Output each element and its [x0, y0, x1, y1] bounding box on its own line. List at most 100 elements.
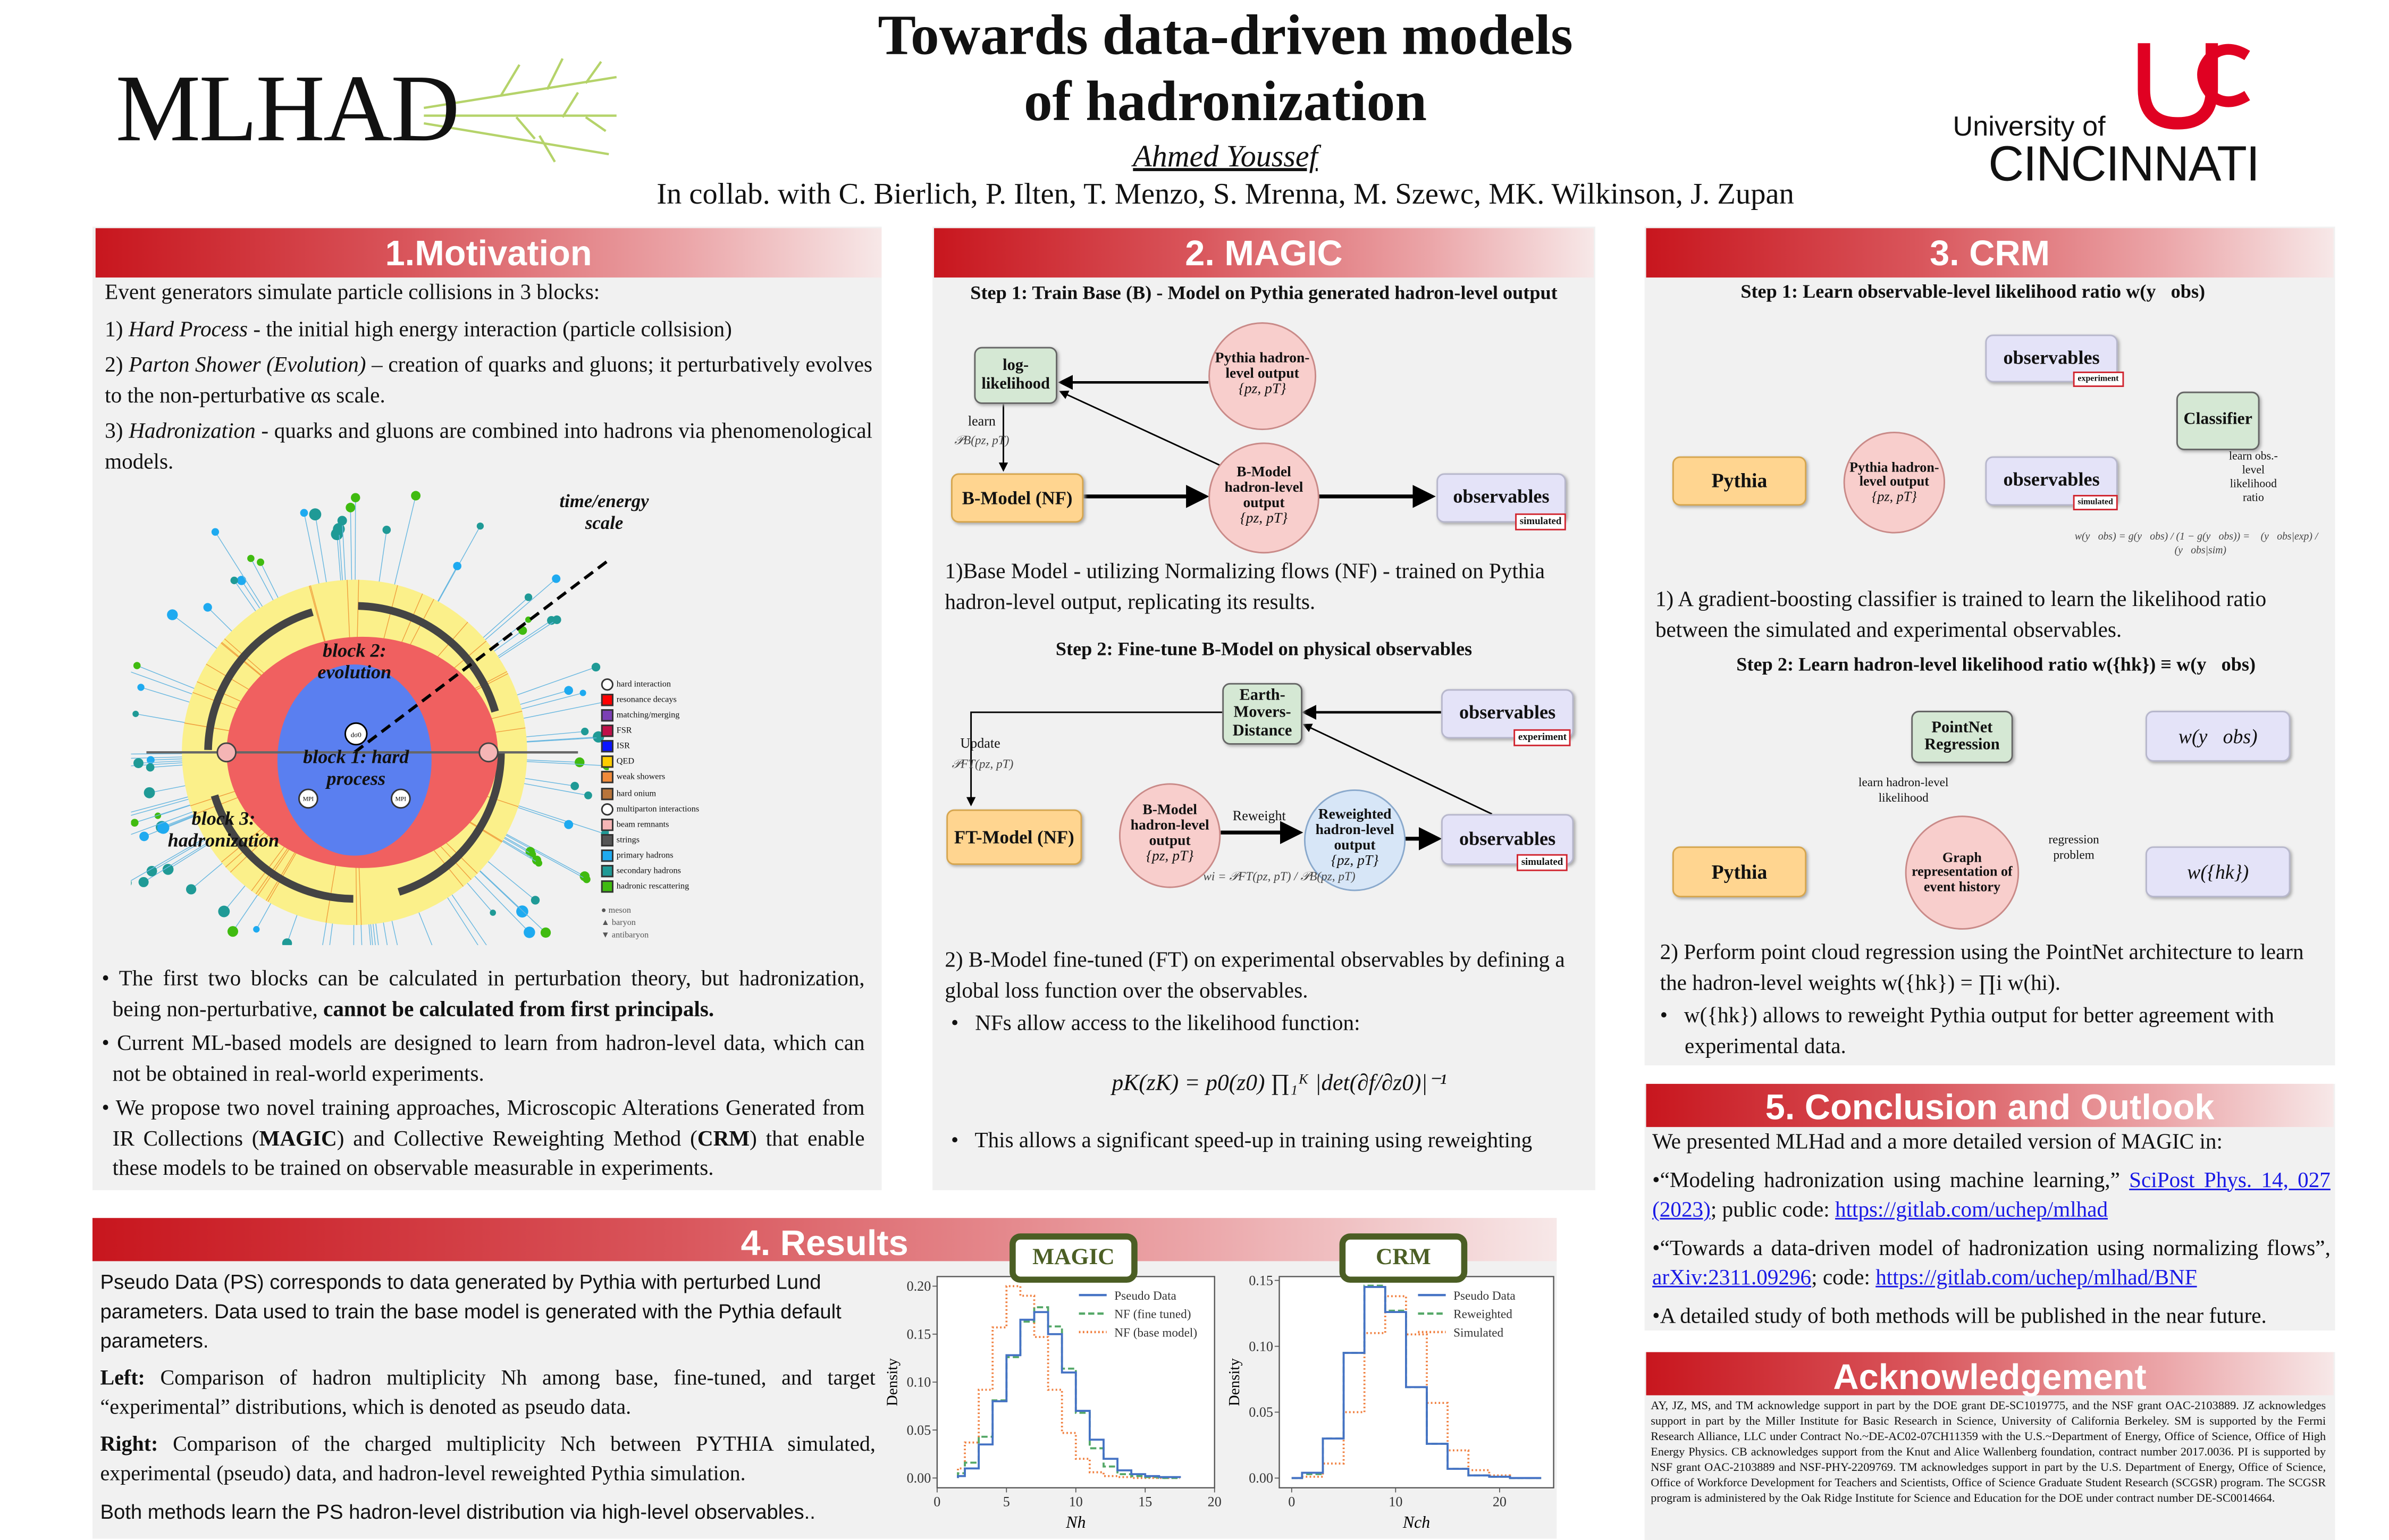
pythia-box-2: Pythia	[1672, 846, 1806, 897]
magic-badge: MAGIC	[1010, 1233, 1138, 1283]
ref-text: ; public code:	[1711, 1198, 1835, 1223]
ack-text: AY, JZ, MS, and TM acknowledge support i…	[1651, 1399, 2326, 1507]
legend-label: Simulated	[1453, 1326, 1503, 1340]
learn-ratio-label: learn obs.-level likelihood ratio	[2223, 449, 2284, 504]
x-axis-label: Nh	[1065, 1513, 1086, 1531]
pb-label: 𝒫B(pz, pT)	[943, 433, 1020, 449]
results-bold: Right:	[100, 1432, 158, 1455]
pythia-box: Pythia	[1672, 456, 1806, 506]
magic-step1-text: 1)Base Model - utilizing Normalizing flo…	[945, 558, 1580, 618]
experiment-tag: experiment	[2073, 372, 2123, 387]
node-set: {pz, pT}	[1240, 514, 1288, 529]
magic-bullet-1: • NFs allow access to the likelihood fun…	[951, 1010, 1583, 1040]
crm-heading: 3. CRM	[1646, 228, 2334, 277]
experiment-tag: experiment	[1513, 729, 1571, 746]
weight-formula: wi = 𝒫FT(pz, pT) / 𝒫B(pz, pT)	[1187, 870, 1372, 885]
x-axis-label: Nch	[1402, 1513, 1430, 1531]
nf-likelihood-formula: pK(zK) = p0(z0) ∏₁ᴷ |det(∂f/∂z0)|⁻¹	[1048, 1068, 1511, 1098]
pft-label: 𝒫FT(pz, pT)	[940, 757, 1025, 772]
pythia-output-node: Pythia hadron-level output{pz, pT}	[1208, 322, 1316, 430]
ref-text: “Towards a data-driven model of hadroniz…	[1660, 1236, 2331, 1260]
b-model-box: B-Model (NF)	[951, 473, 1083, 523]
results-left: Left: Comparison of hadron multiplicity …	[100, 1363, 875, 1421]
node-label: Reweighted hadron-level output	[1306, 810, 1404, 856]
arxiv-link[interactable]: arXiv:2311.09296	[1652, 1266, 1811, 1290]
results-para: Pseudo Data (PS) corresponds to data gen…	[100, 1267, 875, 1355]
likelihood-ratio-formula: w(y⃗obs) = g(y⃗obs) / (1 − g(y⃗obs)) = 𝒫…	[2073, 531, 2320, 558]
log-likelihood-box: log-likelihood	[974, 347, 1057, 404]
y-tick-label: 0.20	[907, 1278, 931, 1294]
reference-1: •“Modeling hadronization using machine l…	[1652, 1166, 2331, 1226]
arrow	[1061, 392, 1221, 466]
y-tick-label: 0.05	[907, 1423, 931, 1438]
simulated-tag-2: simulated	[1517, 854, 1568, 871]
y-tick-label: 0.05	[1249, 1404, 1273, 1420]
x-tick-label: 5	[1003, 1494, 1010, 1510]
legend-label: Pseudo Data	[1453, 1289, 1516, 1303]
y-tick-label: 0.00	[907, 1470, 931, 1486]
results-summary: Both methods learn the PS hadron-level d…	[100, 1497, 875, 1526]
node-label: Pythia hadron-level output	[1210, 353, 1315, 384]
crm-bullet: • w({hk}) allows to reweight Pythia outp…	[1660, 1002, 2348, 1062]
y-tick-label: 0.10	[1249, 1339, 1273, 1354]
node-set: {pz, pT}	[1239, 384, 1286, 399]
x-tick-label: 15	[1138, 1494, 1152, 1510]
classifier-box: Classifier	[2176, 392, 2260, 450]
y-tick-label: 0.00	[1249, 1470, 1273, 1486]
learn-label: learn	[958, 413, 1005, 428]
crm-step2-title: Step 2: Learn hadron-level likelihood ra…	[1664, 654, 2327, 677]
results-right: Right: Comparison of the charged multipl…	[100, 1429, 875, 1488]
crm-step2-text: 2) Perform point cloud regression using …	[1660, 939, 2323, 999]
simulated-tag: simulated	[2073, 495, 2118, 510]
conclusion-text: We presented MLHad and a more detailed v…	[1652, 1129, 2331, 1332]
bnf-code-link[interactable]: https://gitlab.com/uchep/mlhad/BNF	[1875, 1266, 2197, 1290]
results-para: Comparison of the charged multiplicity N…	[100, 1432, 875, 1485]
conclusion-intro: We presented MLHad and a more detailed v…	[1652, 1129, 2331, 1159]
magic-bullet-2: • This allows a significant speed-up in …	[951, 1127, 1583, 1157]
update-label: Update	[949, 735, 1011, 751]
results-para: Comparison of hadron multiplicity Nh amo…	[100, 1366, 875, 1419]
node-set: {pz, pT}	[1146, 851, 1193, 866]
pythia-output-node: Pythia hadron-level output{pz, pT}	[1844, 432, 1945, 533]
ack-heading: Acknowledgement	[1646, 1352, 2334, 1395]
node-label: B-Model hadron-level output	[1210, 467, 1318, 514]
legend-label: Reweighted	[1453, 1308, 1512, 1322]
magic-step2-title: Step 2: Fine-tune B-Model on physical ob…	[956, 638, 1572, 662]
bullet-text: w({hk}) allows to reweight Pythia output…	[1684, 1004, 2274, 1058]
bullet-text: This allows a significant speed-up in tr…	[974, 1129, 1532, 1153]
ref-text: ; code:	[1811, 1266, 1875, 1290]
x-tick-label: 0	[1288, 1494, 1295, 1510]
ref-text: “Modeling hadronization using machine le…	[1660, 1168, 2130, 1192]
crm-badge: CRM	[1340, 1233, 1468, 1283]
y-axis-label: Density	[1226, 1358, 1243, 1407]
legend-label: Pseudo Data	[1114, 1289, 1176, 1303]
mlhad-code-link[interactable]: https://gitlab.com/uchep/mlhad	[1835, 1198, 2108, 1223]
node-label: Pythia hadron-level output	[1845, 461, 1944, 490]
graph-representation-node: Graph representation of event history	[1905, 815, 2020, 930]
ft-model-box: FT-Model (NF)	[946, 810, 1082, 865]
x-tick-label: 0	[933, 1494, 940, 1510]
legend-label: NF (fine tuned)	[1114, 1308, 1191, 1322]
reweight-label: Reweight	[1225, 808, 1293, 823]
b-model-output-node: B-Model hadron-level output{pz, pT}	[1208, 442, 1319, 553]
y-tick-label: 0.10	[907, 1375, 931, 1390]
pointnet-box: PointNet Regression	[1911, 711, 2013, 763]
x-tick-label: 20	[1493, 1494, 1507, 1510]
x-tick-label: 10	[1389, 1494, 1402, 1510]
conclusion-heading: 5. Conclusion and Outlook	[1646, 1084, 2334, 1127]
x-tick-label: 10	[1069, 1494, 1083, 1510]
learn-hadron-label: learn hadron-level likelihood	[1853, 776, 1954, 805]
results-heading: 4. Results	[92, 1218, 1557, 1261]
outlook: •A detailed study of both methods will b…	[1652, 1302, 2331, 1332]
y-axis-label: Density	[884, 1358, 901, 1407]
emd-box: Earth-Movers-Distance	[1222, 683, 1302, 745]
node-set: {pz, pT}	[1331, 856, 1378, 871]
bullet-text: NFs allow access to the likelihood funct…	[975, 1012, 1360, 1036]
magic-step2-text: 2) B-Model fine-tuned (FT) on experiment…	[945, 947, 1589, 1007]
crm-step1-title: Step 1: Learn observable-level likelihoo…	[1664, 281, 2281, 304]
results-bold: Left:	[100, 1366, 145, 1390]
results-text: Pseudo Data (PS) corresponds to data gen…	[100, 1267, 875, 1526]
